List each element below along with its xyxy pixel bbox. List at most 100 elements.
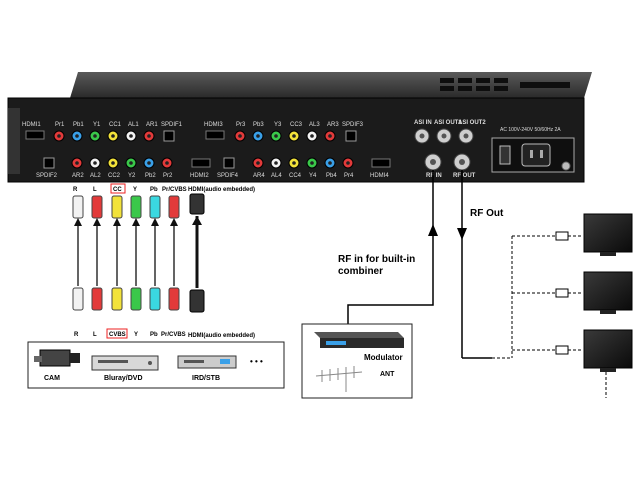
- bluray-player-icon: [91, 355, 159, 371]
- bottom-hdmi-plug: [189, 289, 205, 313]
- spdif3-port: [345, 130, 357, 142]
- bottom-cvbs-plug: [111, 287, 123, 311]
- ground-screw-icon: [561, 161, 571, 171]
- al1-label: AL1: [128, 122, 139, 128]
- hdmi2-port: [191, 158, 211, 168]
- bottom-l-label: L: [93, 332, 97, 338]
- ird-stb-label: IRD/STB: [192, 375, 220, 382]
- asi-out1-label: ASI OUT1: [434, 120, 462, 126]
- asi-out2-label: ASI OUT2: [458, 120, 486, 126]
- cables: [72, 193, 205, 313]
- distribution-lines: [492, 235, 607, 398]
- top-hdmi-plug: [189, 193, 205, 215]
- top-cable-labels: R L CC Y Pb Pr/CVBS HDMI(audio embedded): [73, 183, 255, 194]
- spdif1-port: [163, 130, 175, 142]
- hdmi4-port: [371, 158, 391, 168]
- pb1-label: Pb1: [73, 122, 84, 128]
- rf-out-label: RF OUT: [453, 173, 476, 179]
- power-inlet: [521, 143, 551, 167]
- tv-3-icon: [583, 329, 633, 372]
- rf-in-label: RF IN: [426, 173, 442, 179]
- source-devices-box: CAM Bluray/DVD IRD/STB • • •: [27, 341, 285, 389]
- hdmi4-label: HDMI4: [370, 173, 389, 179]
- cc3-label: CC3: [290, 122, 303, 128]
- ar1-label: AR1: [146, 122, 158, 128]
- ar2-label: AR2: [72, 173, 84, 179]
- bottom-hdmi-label: HDMI(audio embedded): [188, 333, 255, 339]
- spdif4-port: [223, 157, 235, 169]
- y4-label: Y4: [309, 173, 317, 179]
- cc2-label: CC2: [108, 173, 121, 179]
- spdif2-port: [43, 157, 55, 169]
- pb4-label: Pb4: [326, 173, 337, 179]
- device-rear-panel: HDMI1 Pr1 Pb1 Y1 CC1 AL1 AR1 SPDIF1 SPDI…: [7, 72, 592, 183]
- bottom-cvbs-label: CVBS: [109, 332, 126, 338]
- ar4-label: AR4: [253, 173, 265, 179]
- rf-out-label: RF Out: [470, 208, 504, 219]
- hdmi3-label: HDMI3: [204, 122, 223, 128]
- pr4-label: Pr4: [344, 173, 354, 179]
- bottom-pr-plug: [168, 287, 180, 311]
- rf-out-path: [461, 170, 492, 359]
- tv-2-icon: [583, 271, 633, 314]
- power-rating-label: AC 100V-240V 50/60Hz 2A: [500, 127, 561, 133]
- antenna-icon: [315, 366, 363, 392]
- ant-label: ANT: [380, 371, 395, 378]
- tv-1-icon: [583, 213, 633, 256]
- pr2-label: Pr2: [163, 173, 173, 179]
- al4-label: AL4: [271, 173, 282, 179]
- y3-label: Y3: [274, 122, 282, 128]
- rf-in-path: [347, 170, 434, 324]
- bottom-pb-plug: [149, 287, 161, 311]
- pr1-label: Pr1: [55, 122, 65, 128]
- pr3-label: Pr3: [236, 122, 246, 128]
- splitter-2: [555, 288, 569, 298]
- pb3-label: Pb3: [253, 122, 264, 128]
- top-pr-plug: [168, 195, 180, 219]
- hdmi1-label: HDMI1: [22, 122, 41, 128]
- cc1-label: CC1: [109, 122, 122, 128]
- y1-label: Y1: [93, 122, 101, 128]
- ird-stb-icon: [177, 355, 237, 369]
- top-pr-label: Pr/CVBS: [162, 187, 187, 193]
- top-r-plug: [72, 195, 84, 219]
- hdmi2-label: HDMI2: [190, 173, 209, 179]
- splitters: [555, 231, 569, 355]
- splitter-1: [555, 231, 569, 241]
- top-hdmi-label: HDMI(audio embedded): [188, 187, 255, 193]
- splitter-3: [555, 345, 569, 355]
- cam-icon: [34, 349, 80, 367]
- bluray-label: Bluray/DVD: [104, 375, 143, 382]
- spdif3-label: SPDIF3: [342, 122, 364, 128]
- asi-in-label: ASI IN: [414, 120, 432, 126]
- spdif2-label: SPDIF2: [36, 173, 58, 179]
- top-y-label: Y: [133, 187, 137, 193]
- top-l-label: L: [93, 187, 97, 193]
- rf-out-arrow: [457, 228, 467, 240]
- cam-label: CAM: [44, 375, 60, 382]
- top-y-plug: [130, 195, 142, 219]
- rf-in-label-line1: RF in for built-in: [338, 254, 415, 265]
- bottom-y-plug: [130, 287, 142, 311]
- cc4-label: CC4: [289, 173, 302, 179]
- bottom-y-label: Y: [134, 332, 138, 338]
- top-cc-plug: [111, 195, 123, 219]
- power-switch: [499, 145, 511, 165]
- hdmi1-port: [25, 130, 45, 140]
- modulator-box: Modulator ANT: [301, 323, 413, 399]
- bottom-r-label: R: [74, 332, 79, 338]
- y2-label: Y2: [128, 173, 136, 179]
- top-l-plug: [91, 195, 103, 219]
- top-pb-label: Pb: [150, 187, 158, 193]
- bottom-r-plug: [72, 287, 84, 311]
- bottom-pb-label: Pb: [150, 332, 158, 338]
- al3-label: AL3: [309, 122, 320, 128]
- rf-in-arrow: [428, 224, 438, 236]
- hdmi3-port: [205, 130, 225, 140]
- bottom-cable-labels: R L CVBS Y Pb Pr/CVBS HDMI(audio embedde…: [74, 328, 255, 339]
- spdif4-label: SPDIF4: [217, 173, 239, 179]
- top-cc-label: CC: [113, 187, 122, 193]
- pb2-label: Pb2: [145, 173, 156, 179]
- spdif1-label: SPDIF1: [161, 122, 183, 128]
